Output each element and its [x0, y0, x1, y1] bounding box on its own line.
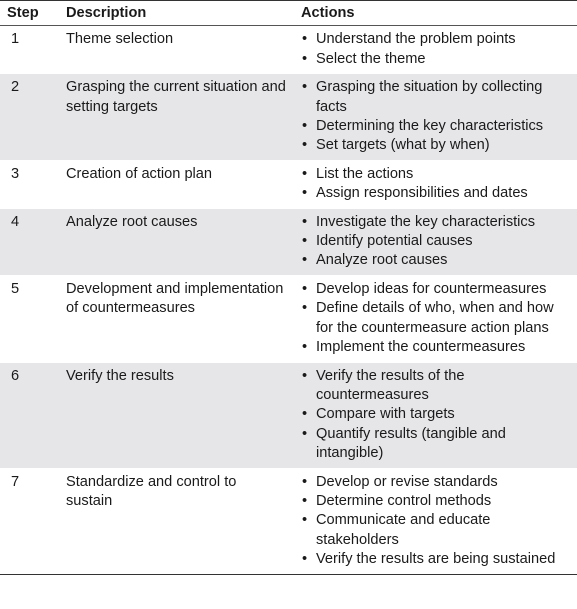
table-header: Step Description Actions [0, 0, 577, 27]
step-number: 2 [0, 73, 58, 161]
action-list: Develop ideas for countermeasuresDefine … [292, 280, 573, 358]
step-actions: Grasping the situation by collecting fac… [292, 73, 577, 161]
step-number: 5 [0, 274, 58, 362]
action-item: Grasping the situation by collecting fac… [292, 78, 573, 117]
header-actions: Actions [292, 0, 577, 27]
header-row: Step Description Actions [0, 0, 577, 27]
action-item: Analyze root causes [292, 251, 573, 271]
step-number: 7 [0, 467, 58, 575]
action-item: Implement the countermeasures [292, 338, 573, 358]
action-item: Define details of who, when and how for … [292, 299, 573, 338]
step-actions: Investigate the key characteristicsIdent… [292, 207, 577, 276]
step-number: 4 [0, 207, 58, 276]
step-actions: Develop or revise standardsDetermine con… [292, 467, 577, 575]
table-body: 1 Theme selection Understand the problem p… [0, 26, 577, 575]
step-actions: Develop ideas for countermeasuresDefine … [292, 274, 577, 362]
action-item: Quantify results (tangible and intangibl… [292, 425, 573, 464]
step-number: 1 [11, 31, 20, 48]
header-step: Step [0, 0, 58, 27]
table-row: 1 Theme selection Understand the problem p… [0, 26, 577, 74]
step-actions: List the actionsAssign responsibilities … [292, 159, 577, 209]
action-item: Develop or revise standards [292, 473, 573, 493]
action-list: Develop or revise standardsDetermine con… [292, 473, 573, 570]
action-item: Investigate the key characteristics [292, 213, 573, 233]
step-description: Standardize and control to sustain [58, 467, 292, 575]
action-item: Assign responsibilities and dates [292, 184, 573, 204]
action-item: Determine control methods [292, 492, 573, 512]
action-list: Understand the problem pointsSelect the … [292, 30, 573, 69]
action-item: Understand the problem points [292, 30, 573, 50]
step-description: Grasping the current situation and setti… [58, 73, 292, 161]
step-description: Creation of action plan [58, 159, 292, 209]
step-number: 3 [0, 159, 58, 209]
action-item: List the actions [292, 165, 573, 185]
steps-table: Step Description Actions 1 Theme selectio… [0, 0, 577, 575]
action-item: Compare with targets [292, 405, 573, 425]
header-description: Description [58, 0, 292, 27]
step-description: Theme selection [66, 31, 174, 48]
action-item: Communicate and educate stakeholders [292, 511, 573, 550]
action-item: Determining the key characteristics [292, 117, 573, 137]
step-description: Analyze root causes [58, 207, 292, 276]
step-actions: Understand the problem pointsSelect the … [292, 26, 577, 74]
step-actions: Verify the results of the countermeasure… [292, 361, 577, 469]
action-list: Verify the results of the countermeasure… [292, 367, 573, 464]
action-item: Set targets (what by when) [292, 136, 573, 156]
step-number: 6 [0, 361, 58, 469]
step-description: Verify the results [58, 361, 292, 469]
action-item: Select the theme [292, 50, 573, 70]
action-item: Develop ideas for countermeasures [292, 280, 573, 300]
action-item: Verify the results of the countermeasure… [292, 367, 573, 406]
step-description: Development and implementation of counte… [58, 274, 292, 362]
action-list: Grasping the situation by collecting fac… [292, 78, 573, 156]
action-list: List the actionsAssign responsibilities … [292, 165, 573, 204]
action-list: Investigate the key characteristicsIdent… [292, 213, 573, 272]
action-item: Verify the results are being sustained [292, 550, 573, 570]
action-item: Identify potential causes [292, 232, 573, 252]
